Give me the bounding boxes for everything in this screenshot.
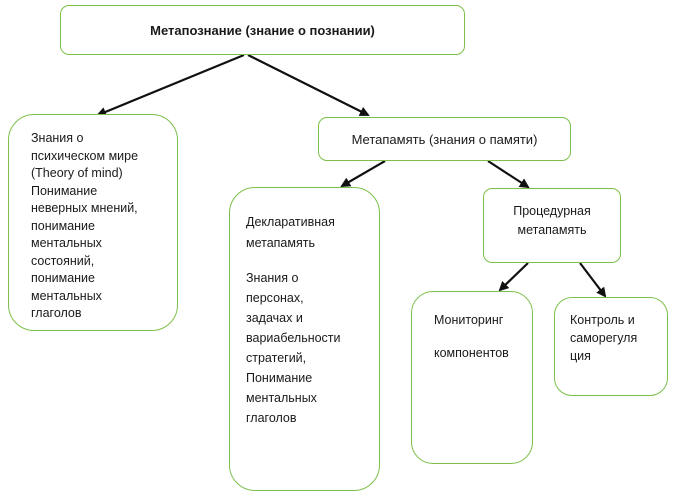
theory-of-mind-line: ментальных [31, 236, 102, 250]
arrow-procedural-to-control [579, 262, 607, 298]
control-line: ция [570, 349, 591, 363]
declarative-body-line: Понимание [246, 371, 313, 385]
theory-of-mind-line: Понимание [31, 183, 98, 198]
theory-of-mind-line: психическом мире [31, 148, 139, 163]
metamemory-label: Метапамять (знания о памяти) [351, 132, 538, 147]
declarative-body-line: персонах, [246, 291, 304, 305]
arrow-root-to-metamemory [247, 54, 370, 116]
theory-of-mind-box: Знания о психическом мире (Theory of min… [8, 114, 178, 331]
procedural-metamemory-box: Процедурная метапамять [483, 188, 621, 263]
procedural-line: метапамять [517, 223, 587, 237]
theory-of-mind-line: ментальных [31, 288, 102, 303]
control-line: Контроль и [570, 313, 635, 327]
control-box: Контроль и саморегуля ция [554, 297, 668, 396]
declarative-body-line: глаголов [246, 411, 297, 425]
procedural-line: Процедурная [513, 204, 591, 218]
arrow-metamemory-to-declarative [340, 160, 386, 188]
declarative-metamemory-box: Декларативная метапамять Знания о персон… [229, 187, 380, 491]
declarative-title-line: Декларативная [246, 215, 335, 229]
monitoring-line: компонентов [434, 346, 509, 360]
root-node-box: Метапознание (знание о познании) [60, 5, 465, 55]
declarative-body-line: Знания о [246, 271, 299, 285]
control-line: саморегуля [570, 331, 638, 345]
arrow-procedural-to-monitoring [498, 262, 529, 292]
declarative-body-line: вариабельности [246, 331, 341, 345]
theory-of-mind-line: глаголов [31, 306, 82, 320]
theory-of-mind-line: понимание [31, 271, 95, 285]
root-node-label: Метапознание (знание о познании) [150, 23, 375, 38]
arrow-metamemory-to-procedural [487, 160, 530, 189]
metamemory-box: Метапамять (знания о памяти) [318, 117, 571, 161]
declarative-body-line: стратегий, [246, 351, 307, 365]
monitoring-box: Мониторинг компонентов [411, 291, 533, 464]
arrow-root-to-theory-of-mind [96, 53, 245, 117]
theory-of-mind-line: Знания о [31, 131, 84, 145]
theory-of-mind-line: (Theory of mind) [31, 166, 123, 180]
declarative-body-line: ментальных [246, 391, 317, 405]
monitoring-line: Мониторинг [434, 313, 504, 327]
theory-of-mind-line: понимание [31, 218, 95, 233]
declarative-title-line: метапамять [246, 236, 315, 250]
theory-of-mind-line: состояний, [31, 253, 95, 268]
declarative-body-line: задачах и [246, 311, 303, 325]
theory-of-mind-line: неверных мнений, [31, 201, 138, 215]
